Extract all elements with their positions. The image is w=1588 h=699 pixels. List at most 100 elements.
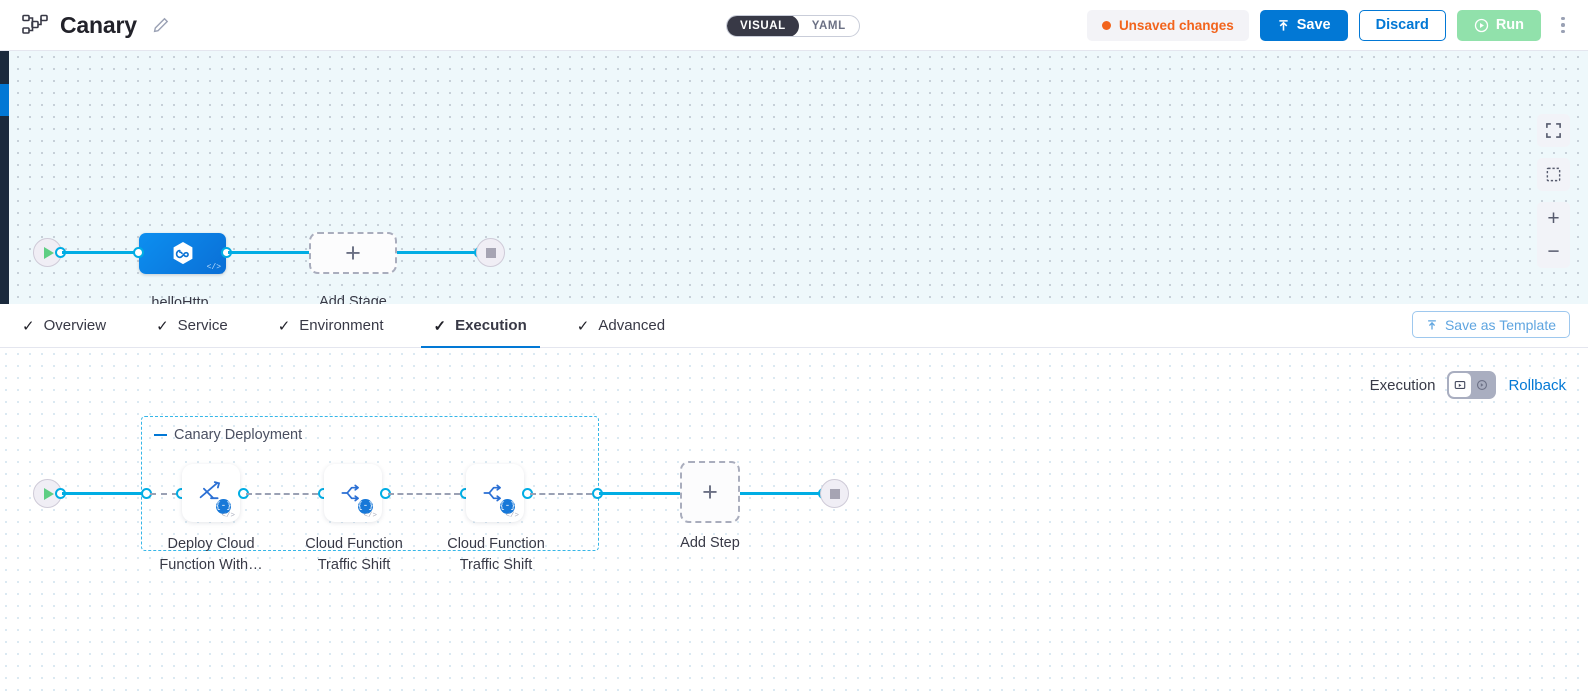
stage-canvas[interactable]: </> helloHttp + Add Stage + − [0,51,1588,304]
tab-advanced-label: Advanced [598,317,666,334]
edge-group-to-addstep [599,492,680,495]
step1-code-glyph: </> [221,512,235,520]
add-step-label: Add Step [680,535,740,551]
tab-overview-label: Overview [43,317,107,334]
fit-screen-icon[interactable] [1537,114,1570,147]
unsaved-label: Unsaved changes [1118,17,1234,33]
tab-overview[interactable]: ✓ Overview [22,304,128,348]
stage-code-glyph: </> [206,263,221,272]
hexagon-infinity-icon [173,241,192,264]
kebab-menu-icon[interactable] [1552,10,1574,40]
step3-code-glyph: </> [505,512,519,520]
step2-code-glyph: </> [363,512,377,520]
save-button[interactable]: Save [1259,9,1348,41]
canvas-left-rail-highlight [0,84,9,116]
step-node-label: Cloud Function Traffic Shift [305,536,403,573]
play-icon [44,246,54,259]
check-icon: ✓ [433,317,447,335]
toggle-option-visual[interactable]: VISUAL [727,16,799,36]
canvas-left-rail [0,51,9,304]
stage-input-port[interactable] [133,247,144,258]
discard-button[interactable]: Discard [1358,9,1446,41]
template-upload-icon [1428,319,1436,329]
execution-view-icon[interactable] [1449,373,1472,397]
step3-badge: {-} [499,499,516,514]
step-node-traffic-shift-1[interactable]: {-} </> [324,464,382,522]
discard-button-label: Discard [1375,17,1429,33]
header-left-group: Canary [0,12,169,39]
upload-arrow-icon [1279,19,1288,31]
unsaved-dot-icon [1101,20,1111,30]
execution-end-node[interactable] [820,479,849,508]
edge-stage-to-addstage [228,251,309,254]
zoom-in-icon[interactable]: + [1547,206,1560,230]
zoom-out-icon[interactable]: − [1547,239,1560,263]
add-step-button[interactable]: + [680,461,740,523]
execution-label: Execution [1369,376,1436,394]
pencil-icon[interactable] [153,17,169,33]
zoom-controls: + − [1537,202,1570,268]
edge-step3-to-group-exit [530,493,592,495]
selection-box-icon[interactable] [1537,158,1570,191]
execution-canvas[interactable]: Execution Rollback Canary Deploymen [0,348,1588,698]
section-tabs: ✓ Overview ✓ Service ✓ Environment ✓ Exe… [0,304,1588,349]
step-group-title: Canary Deployment [154,427,302,443]
pipeline-nodes-icon [22,14,48,36]
execution-mode-row: Execution Rollback [1370,371,1566,399]
header-actions: Unsaved changes Save Discard Run [1086,9,1588,41]
toggle-option-yaml[interactable]: YAML [811,20,846,32]
traffic-shift-icon [483,484,501,502]
page-title: Canary [60,11,137,38]
rollback-link[interactable]: Rollback [1508,376,1566,394]
save-as-template-label: Save as Template [1444,316,1556,333]
stop-icon [485,247,496,258]
app-header: Canary VISUAL YAML Unsaved changes Save … [0,0,1588,51]
step2-badge: {-} [357,499,374,514]
edge-step1-to-step2 [246,493,318,495]
execution-rollback-toggle[interactable] [1447,371,1497,399]
collapse-dash-icon[interactable] [154,433,167,437]
edge-addstage-to-end [397,251,481,254]
traffic-shift-icon [341,484,359,502]
check-icon: ✓ [22,317,35,335]
run-play-icon [1474,18,1488,32]
play-icon [44,487,54,500]
save-as-template-button[interactable]: Save as Template [1411,311,1570,338]
step1-badge: {-} [215,499,232,514]
add-stage-button[interactable]: + [309,232,397,274]
rollback-view-icon[interactable] [1471,373,1493,397]
edge-start-to-group [62,492,146,495]
check-icon: ✓ [576,317,590,335]
edge-step2-to-step3 [388,493,460,495]
plus-icon: + [702,476,718,507]
tab-service[interactable]: ✓ Service [156,304,250,348]
step-node-traffic-shift-2[interactable]: {-} </> [466,464,524,522]
edge-group-to-step1 [150,493,178,495]
stop-icon [829,488,840,499]
add-stage-label: Add Stage [319,294,387,304]
step-node-deploy-cloud-function[interactable]: {-} </> [182,464,240,522]
save-button-label: Save [1296,17,1331,33]
step-node-label: Deploy Cloud Function With… [159,536,263,573]
tab-service-label: Service [177,317,228,334]
pipeline-end-node[interactable] [476,238,505,267]
status-badge-unsaved: Unsaved changes [1086,9,1249,41]
step-group-canary-deployment[interactable] [141,416,599,551]
check-icon: ✓ [277,317,291,335]
stage-node-label: helloHttp [151,295,209,304]
edge-addstep-to-end [740,492,822,495]
tab-advanced[interactable]: ✓ Advanced [577,304,687,348]
tab-execution[interactable]: ✓ Execution [420,304,549,349]
plus-icon: + [345,237,361,268]
view-mode-toggle[interactable]: VISUAL YAML [726,15,860,37]
step-group-title-label: Canary Deployment [174,427,303,443]
deploy-function-icon [199,481,221,500]
tab-environment[interactable]: ✓ Environment [278,304,406,348]
edge-start-to-stage [62,251,140,254]
stage-node-hellohttp[interactable]: </> [139,233,226,274]
check-icon: ✓ [156,317,169,335]
run-button-label: Run [1495,17,1524,33]
canvas-controls: + − [1537,114,1570,268]
step-node-label: Cloud Function Traffic Shift [447,536,545,573]
run-button[interactable]: Run [1456,9,1541,41]
